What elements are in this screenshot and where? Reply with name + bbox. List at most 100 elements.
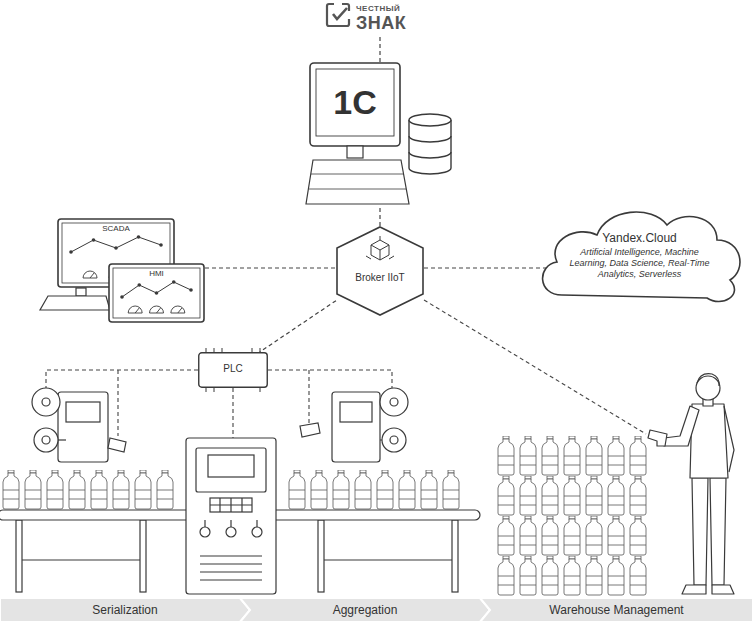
cloud-platform-outline-part-part — [543, 212, 740, 301]
operator-shoe — [712, 585, 734, 594]
conveyor-leg — [452, 520, 458, 592]
label-reel — [380, 388, 408, 416]
stage-band-outline-part — [480, 598, 753, 622]
machine-vent — [200, 555, 262, 556]
label-reel — [382, 428, 406, 452]
keyboard — [40, 296, 110, 310]
stage-label: Warehouse Management — [480, 603, 753, 617]
labeler-body — [58, 392, 108, 462]
label-tape — [380, 439, 382, 440]
label-reel — [34, 428, 58, 452]
iiot-broker-outline-part — [371, 240, 389, 260]
plc-controller: PLC — [198, 352, 268, 388]
machine-vent — [200, 579, 262, 580]
erp-computer-outline-part — [310, 63, 400, 146]
labeler — [300, 388, 408, 462]
conveyor-leg — [16, 520, 22, 592]
knob-slider — [256, 520, 257, 527]
scanner-link — [424, 300, 646, 434]
label-reel-hub — [42, 436, 50, 444]
screen-title: HMI — [108, 269, 205, 279]
labeler-panel — [66, 402, 100, 422]
erp-computer: 1С — [305, 62, 455, 208]
registry-logo-outline-part — [327, 4, 349, 26]
bottle-row — [0, 470, 176, 510]
dashed-connector — [260, 301, 336, 352]
plc-wire — [117, 370, 118, 436]
plc-wire — [46, 370, 198, 388]
hmi-monitor-outline-part — [171, 306, 185, 313]
aggregation-machine — [186, 438, 276, 594]
label-reel — [32, 388, 60, 416]
warehouse-stock — [495, 436, 649, 596]
machine-keypad — [210, 498, 252, 512]
labeler-body — [332, 392, 380, 462]
knob-slider — [204, 520, 205, 527]
cloud-title: Yandex.Cloud — [552, 231, 727, 245]
labeler — [32, 388, 126, 462]
conveyor-leg — [140, 520, 146, 592]
iiot-broker-outline-part — [371, 245, 389, 260]
erp-logo: 1С — [316, 82, 394, 123]
conveyor-brace — [22, 559, 140, 560]
erp-computer-outline — [305, 62, 455, 208]
stage-band: Warehouse Management — [480, 598, 753, 622]
machine-vent — [200, 571, 262, 572]
monitor-stand — [76, 288, 86, 296]
hmi-monitor-outline-part — [150, 306, 164, 313]
machine-knob — [252, 527, 262, 537]
machine-panel — [196, 448, 266, 492]
iiot-broker: Broker IIoT — [336, 226, 424, 316]
label-tape — [58, 439, 66, 440]
stage-band: Aggregation — [240, 598, 490, 622]
erp-computer-outline-part — [309, 189, 406, 190]
machine-knob — [200, 527, 210, 537]
erp-computer-outline-part — [311, 174, 404, 175]
operator-hair — [697, 374, 719, 386]
erp-computer-outline-part — [409, 114, 451, 126]
operator — [648, 374, 734, 594]
scada-base — [40, 288, 110, 310]
erp-computer-outline-part — [316, 69, 394, 136]
keypad-line — [210, 504, 252, 505]
broker-label: Broker IIoT — [355, 272, 405, 284]
handheld-scanner — [648, 430, 667, 446]
plc-wire — [308, 370, 309, 423]
stage-label: Aggregation — [240, 603, 490, 617]
erp-computer-outline-part — [409, 136, 451, 142]
scada-monitor-outline-part — [90, 273, 94, 278]
hmi-monitor-outline-part — [135, 308, 139, 313]
registry-logo: ЧЕСТНЫЙЗНАК — [325, 2, 435, 37]
operator-arm — [664, 406, 699, 446]
operator-head — [696, 376, 720, 400]
plc-controller-outline-part — [199, 353, 268, 388]
operator-leg — [692, 478, 708, 585]
bottle-row — [286, 470, 462, 510]
cloud-platform: Yandex.CloudArtificial Intelligence, Mac… — [532, 200, 747, 310]
scada-monitor-outline-part — [71, 237, 161, 252]
code-scanner — [108, 438, 126, 452]
plc-label: PLC — [198, 363, 268, 375]
stage-label: Serialization — [0, 603, 250, 617]
label-reel-hub — [42, 398, 50, 406]
hmi-monitor-outline-part — [109, 264, 204, 322]
erp-computer-outline-part — [306, 160, 409, 204]
erp-computer-outline-part — [409, 120, 451, 174]
cloud-platform-outline-part — [543, 212, 740, 301]
iiot-broker-outline — [336, 226, 424, 316]
cloud-services: Artificial Intelligence, Machine Learnin… — [562, 247, 717, 279]
code-scanner — [300, 423, 320, 437]
screen-title: SCADA — [57, 224, 175, 234]
hmi-monitor-outline-part — [178, 308, 182, 313]
dashed-connector — [379, 208, 380, 226]
stage-band-outline-part — [0, 598, 250, 622]
erp-computer-outline-part — [409, 152, 451, 158]
operator-leg — [710, 478, 726, 585]
dashed-connector — [379, 37, 380, 62]
plc-wire — [232, 388, 233, 438]
hmi-monitor: HMI — [108, 263, 205, 323]
stage-band-outline-part — [240, 598, 490, 622]
machine-knob — [226, 527, 236, 537]
conveyor-brace — [324, 559, 452, 560]
